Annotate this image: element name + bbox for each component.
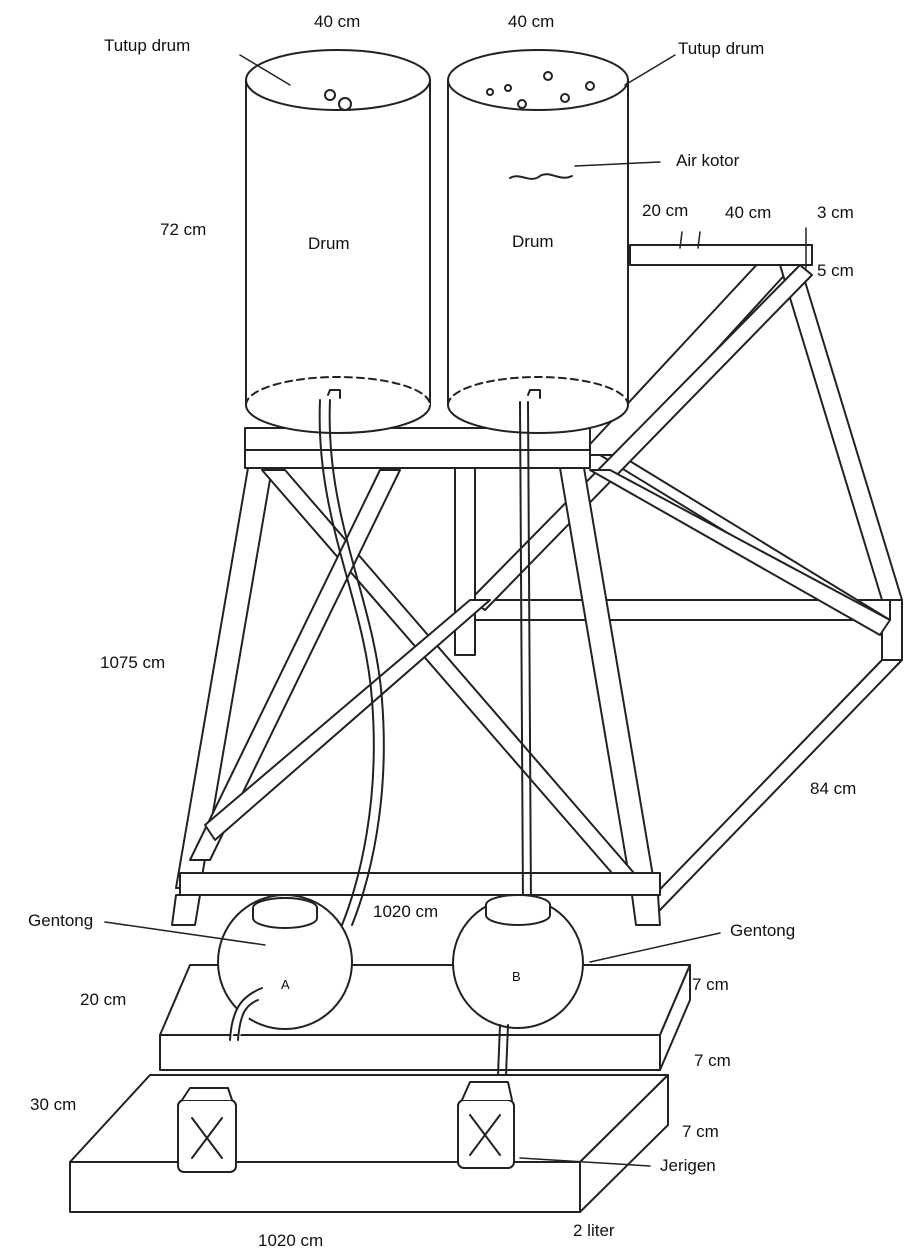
label-dim-5: 5 cm — [817, 261, 854, 280]
label-frame-depth: 84 cm — [810, 779, 857, 798]
leader-lines — [104, 54, 807, 1167]
label-base-30: 30 cm — [30, 1095, 77, 1114]
drum-right — [447, 49, 629, 434]
label-dim-3: 3 cm — [817, 203, 854, 222]
label-base-20: 20 cm — [80, 990, 127, 1009]
label-drum-height: 72 cm — [160, 220, 207, 239]
label-top-width-left: 40 cm — [314, 12, 361, 31]
gentong-b — [452, 894, 584, 1076]
label-dim-20: 20 cm — [642, 201, 689, 220]
jerigen-right — [457, 1081, 515, 1169]
label-jar-a: A — [281, 977, 290, 992]
drum-left — [245, 49, 431, 434]
label-jar-b: B — [512, 969, 521, 984]
label-top-width-right: 40 cm — [508, 12, 555, 31]
label-base-width: 1020 cm — [258, 1231, 324, 1250]
label-step-7c: 7 cm — [682, 1122, 719, 1141]
label-gentong-left: Gentong — [28, 911, 94, 930]
label-step-7a: 7 cm — [692, 975, 729, 994]
label-tutup-drum-right: Tutup drum — [678, 39, 765, 58]
label-jerigen: Jerigen — [660, 1156, 716, 1175]
label-air-kotor: Air kotor — [676, 151, 740, 170]
label-volume: 2 liter — [573, 1221, 615, 1240]
tower-frame — [171, 244, 903, 926]
label-gentong-right: Gentong — [730, 921, 796, 940]
label-frame-height: 1075 cm — [100, 653, 166, 672]
base-lower-slab — [69, 1074, 669, 1213]
gentong-a — [217, 894, 353, 1041]
hoses — [318, 389, 541, 926]
jerigen-left — [177, 1087, 237, 1173]
label-drum-left: Drum — [308, 234, 350, 253]
label-tutup-drum-left: Tutup drum — [104, 36, 191, 55]
label-frame-width: 1020 cm — [373, 902, 439, 921]
label-step-7b: 7 cm — [694, 1051, 731, 1070]
label-drum-right: Drum — [512, 232, 554, 251]
label-dim-40: 40 cm — [725, 203, 772, 222]
